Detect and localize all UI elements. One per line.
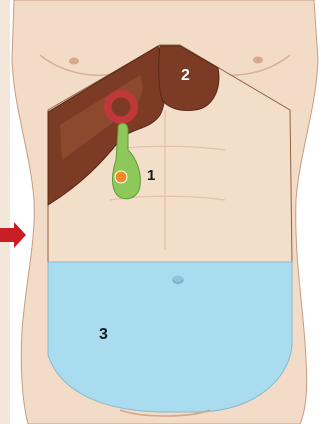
target-ring-icon: [104, 90, 138, 124]
left-frame-strip: [0, 0, 10, 424]
marker-dot-icon: [115, 171, 127, 183]
navel: [172, 276, 184, 285]
label-gallbladder: 1: [147, 167, 155, 184]
lower-abdomen-fluid-region: [48, 262, 292, 412]
label-lower-abdomen: 3: [99, 326, 108, 343]
label-liver-left-lobe: 2: [181, 67, 190, 84]
left-nipple: [69, 58, 79, 65]
right-nipple: [253, 57, 263, 64]
